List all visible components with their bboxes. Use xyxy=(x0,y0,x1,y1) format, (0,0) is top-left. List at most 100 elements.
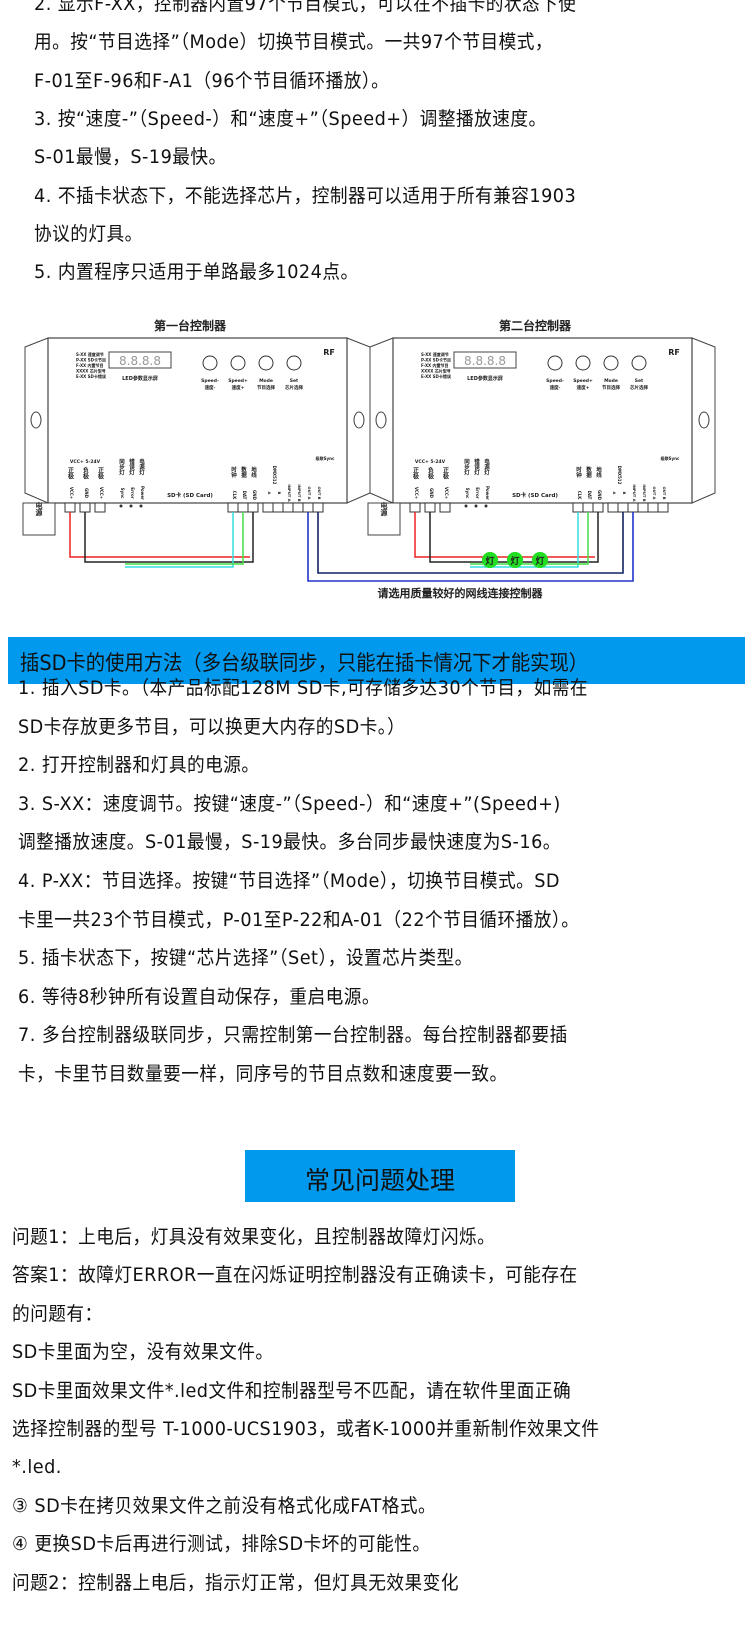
mount-hole-icon xyxy=(698,411,710,429)
text-line: ④ 更换SD卡后再进行测试，排除SD卡坏的可能性。 xyxy=(12,1533,431,1556)
terminal-en-label: GND xyxy=(252,490,257,501)
text-line: SD卡里面为空，没有效果文件。 xyxy=(12,1341,274,1364)
terminal-screw xyxy=(262,502,274,513)
sd-section-title: 插SD卡的使用方法（多台级联同步，只能在插卡情况下才能实现） xyxy=(20,651,589,675)
mode-legend-item: S-XX 速度调节 xyxy=(421,351,449,357)
button-en-label: Set xyxy=(635,378,644,384)
text-line: 卡里一共23个节目模式，P-01至P-22和A-01（22个节目循环播放）。 xyxy=(18,908,580,931)
terminal-en-label: B xyxy=(622,492,627,495)
text-line: 7. 多台控制器级联同步，只需控制第一台控制器。每台控制器都要插 xyxy=(18,1024,568,1047)
mode-legend-item: P-XX SD卡节目 xyxy=(76,357,106,363)
mode-legend-item: E-XX SD卡错误 xyxy=(76,373,107,379)
indicator-led-icon xyxy=(464,504,468,508)
indicator-cn-label: 错误灯 xyxy=(128,458,135,477)
button-cn-label: 速度- xyxy=(550,384,561,391)
terminal-screw xyxy=(572,502,584,513)
lamp-label: 灯 xyxy=(485,555,494,567)
terminal-cn-label: 正极 xyxy=(412,467,419,480)
terminal-en-label: OUT B xyxy=(662,486,667,499)
display-digits: 8.8.8.8 xyxy=(464,354,506,368)
button-speed-icon xyxy=(575,355,591,371)
mode-legend-item: S-XX 速度调节 xyxy=(76,351,104,357)
display-label: LED参数显示屏 xyxy=(467,375,503,382)
mode-legend-item: XXXX 芯片型号 xyxy=(76,368,106,374)
terminal-cn-label: 时钟 xyxy=(575,465,582,479)
text-line: ③ SD卡在拷贝效果文件之前没有格式化成FAT格式。 xyxy=(12,1494,437,1517)
terminal-screw xyxy=(409,502,421,513)
power-supply-label: 电源 xyxy=(35,501,43,517)
terminal-screw xyxy=(627,502,639,513)
terminal-en-label: GND xyxy=(429,488,434,499)
mode-legend-item: P-XX SD卡节目 xyxy=(421,357,451,363)
terminal-cn-label: 数据 xyxy=(240,465,247,479)
power-supply-label: 电源 xyxy=(380,501,388,517)
sd-card-slot-label: SD卡 (SD Card) xyxy=(512,491,558,499)
lamp-icon xyxy=(507,552,523,568)
button-en-label: Mode xyxy=(604,378,618,384)
led-display xyxy=(108,351,172,369)
terminal-screw xyxy=(272,502,284,513)
text-line: 6. 等待8秒钟所有设置自动保存，重启电源。 xyxy=(18,985,381,1008)
text-line: 用。按“节目选择”（Mode）切换节目模式。一共97个节目模式， xyxy=(34,31,554,54)
terminal-cn-label: 正极 xyxy=(97,467,104,480)
terminal-screw xyxy=(94,502,106,513)
indicator-led-icon xyxy=(129,504,133,508)
mode-legend-item: F-XX 内置节目 xyxy=(76,362,104,368)
controller-title: 第二台控制器 xyxy=(499,318,572,333)
button-mode-icon xyxy=(603,355,619,371)
indicator-led-icon xyxy=(474,504,478,508)
button-cn-label: 速度- xyxy=(205,384,216,391)
terminal-en-label: DAT xyxy=(587,491,592,500)
button-speed-icon xyxy=(230,355,246,371)
indicator-cn-label: 电源灯 xyxy=(483,458,490,477)
terminal-cn-label: 负极 xyxy=(82,466,89,480)
wire-dat xyxy=(125,512,244,565)
indicator-led-icon xyxy=(119,504,123,508)
button-cn-label: 芯片选择 xyxy=(285,384,303,391)
terminal-en-label: INPUT A xyxy=(287,484,292,501)
faq-section-header: 常见问题处理 xyxy=(245,1150,515,1202)
terminal-en-label: GND xyxy=(84,488,89,499)
indicator-cn-label: 电源灯 xyxy=(138,458,145,477)
indicator-en-label: Sync xyxy=(120,488,125,499)
text-line: 卡，卡里节目数量要一样，同序号的节目点数和速度要一致。 xyxy=(18,1063,508,1085)
terminal-en-label: DAT xyxy=(242,491,247,500)
text-line: 1. 插入SD卡。（本产品标配128M SD卡,可存储多达30个节目，如需在 xyxy=(18,677,589,699)
terminal-en-label: CLK xyxy=(577,491,582,500)
terminal-cn-label: 正极 xyxy=(442,467,449,480)
network-cable xyxy=(317,512,624,574)
wire-clk xyxy=(125,512,234,568)
power-supply xyxy=(22,502,56,536)
wire-red xyxy=(69,512,250,558)
dmx-label: DMX512 xyxy=(617,466,622,485)
button-mode-icon xyxy=(258,355,274,371)
text-line: SD卡里面效果文件*.led文件和控制器型号不匹配，请在软件里面正确 xyxy=(12,1379,572,1402)
wire-red xyxy=(414,512,595,558)
terminal-en-label: VCC+ xyxy=(69,487,74,499)
button-speed-icon xyxy=(547,355,563,371)
terminal-en-label: INPUT B xyxy=(642,484,647,501)
text-line: 调整播放速度。S-01最慢，S-19最快。多台同步最快速度为S-16。 xyxy=(18,831,561,854)
terminal-screw xyxy=(647,502,659,513)
terminal-screw xyxy=(424,502,436,513)
dmx-label: DMX512 xyxy=(272,466,277,485)
led-display xyxy=(453,351,517,369)
text-line: *.led. xyxy=(12,1456,62,1479)
mount-ear xyxy=(691,337,716,504)
indicator-led-icon xyxy=(139,504,143,508)
terminal-screw xyxy=(227,502,239,513)
network-cable xyxy=(307,512,634,582)
text-line: 2. 显示F-XX，控制器内置97个节目模式，可以在不插卡的状态下使 xyxy=(34,0,577,15)
terminal-en-label: GND xyxy=(597,490,602,501)
button-set-icon xyxy=(631,355,647,371)
text-line: 4. 不插卡状态下，不能选择芯片，控制器可以适用于所有兼容1903 xyxy=(34,184,577,207)
lamp-icon xyxy=(532,552,548,568)
text-line: 的问题有： xyxy=(12,1302,103,1325)
indicator-en-label: Power xyxy=(140,486,145,500)
text-line: 问题1：上电后，灯具没有效果变化，且控制器故障灯闪烁。 xyxy=(12,1226,496,1248)
lamp-label: 灯 xyxy=(535,555,544,567)
button-en-label: Speed+ xyxy=(228,378,248,384)
button-en-label: Speed+ xyxy=(573,378,593,384)
power-spec: VCC+ 5-24V xyxy=(70,459,101,465)
